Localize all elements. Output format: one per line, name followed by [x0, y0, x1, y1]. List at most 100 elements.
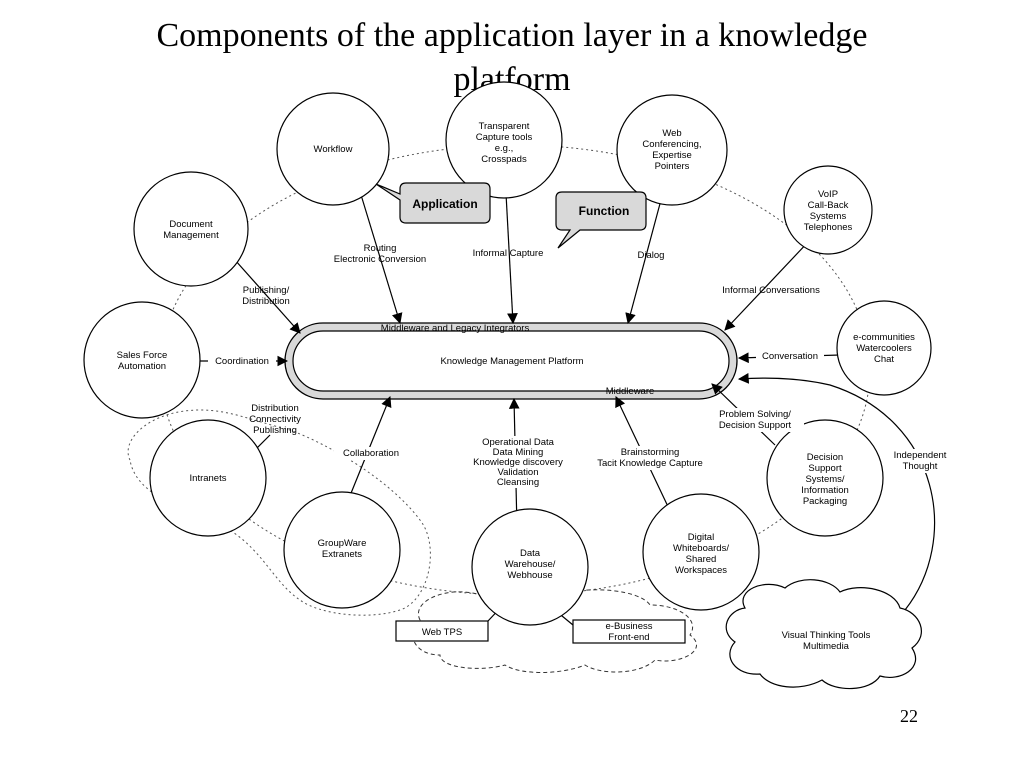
- svg-text:Routing: Routing: [364, 243, 397, 254]
- svg-text:Knowledge discovery: Knowledge discovery: [473, 457, 563, 468]
- svg-text:Document: Document: [169, 219, 213, 230]
- svg-text:e-communities: e-communities: [853, 332, 915, 343]
- svg-text:Pointers: Pointers: [655, 161, 690, 172]
- svg-text:Extranets: Extranets: [322, 549, 362, 560]
- box-ebusiness: e-Business Front-end: [572, 619, 686, 644]
- node-decision-support: Decision Support Systems/ Information Pa…: [766, 419, 884, 537]
- label-collaboration: Collaboration: [334, 447, 408, 460]
- node-transparent-capture: Transparent Capture tools e.g., Crosspad…: [445, 81, 563, 199]
- svg-text:Thought: Thought: [903, 461, 938, 472]
- svg-text:Visual Thinking Tools: Visual Thinking Tools: [782, 630, 871, 641]
- svg-text:Telephones: Telephones: [804, 222, 853, 233]
- svg-text:Shared: Shared: [686, 554, 717, 565]
- svg-text:GroupWare: GroupWare: [318, 538, 367, 549]
- svg-text:Data: Data: [520, 548, 541, 559]
- svg-text:Independent: Independent: [894, 450, 947, 461]
- svg-text:Operational Data: Operational Data: [482, 437, 555, 448]
- arrow-web-conferencing: [625, 184, 666, 325]
- svg-text:Automation: Automation: [118, 361, 166, 372]
- node-e-communities: e-communities Watercoolers Chat: [836, 300, 932, 396]
- svg-text:Transparent: Transparent: [479, 121, 530, 132]
- label-routing: Routing Electronic Conversion: [334, 243, 426, 265]
- svg-text:Workflow: Workflow: [314, 144, 353, 155]
- node-workflow: Workflow: [276, 92, 390, 206]
- svg-text:Problem Solving/: Problem Solving/: [719, 409, 791, 420]
- svg-text:Collaboration: Collaboration: [343, 448, 399, 459]
- svg-text:Conversation: Conversation: [762, 351, 818, 362]
- label-informal-conversations: Informal Conversations: [722, 285, 820, 296]
- svg-text:Call-Back: Call-Back: [808, 200, 849, 211]
- platform-bottom-label: Middleware: [606, 386, 655, 397]
- svg-text:Cleansing: Cleansing: [497, 477, 539, 488]
- arrow-document: [234, 259, 301, 334]
- svg-text:Distribution: Distribution: [251, 403, 299, 414]
- label-problem-solving: Problem Solving/ Decision Support: [708, 408, 804, 432]
- node-visual-thinking: Visual Thinking Tools Multimedia: [725, 579, 922, 690]
- label-independent-thought: Independent Thought: [886, 449, 956, 473]
- platform-center-label: Knowledge Management Platform: [440, 356, 583, 367]
- svg-text:Validation: Validation: [497, 467, 538, 478]
- node-groupware: GroupWare Extranets: [283, 491, 401, 609]
- node-digital-whiteboards: Digital Whiteboards/ Shared Workspaces: [642, 493, 760, 611]
- svg-text:Systems: Systems: [810, 211, 847, 222]
- svg-text:Management: Management: [163, 230, 219, 241]
- label-coordination: Coordination: [208, 354, 276, 367]
- svg-text:Support: Support: [808, 463, 842, 474]
- callout-application: Application: [375, 182, 491, 224]
- label-distribution: Distribution Connectivity Publishing: [249, 403, 301, 436]
- platform-inner-border: [292, 330, 730, 392]
- svg-text:Application: Application: [412, 197, 477, 211]
- svg-text:Web TPS: Web TPS: [422, 627, 462, 638]
- svg-text:Front-end: Front-end: [608, 632, 649, 643]
- arrow-independent-thought: [737, 372, 936, 611]
- svg-text:Publishing/: Publishing/: [243, 285, 290, 296]
- svg-text:Tacit Knowledge Capture: Tacit Knowledge Capture: [597, 458, 703, 469]
- box-web-tps: Web TPS: [395, 620, 489, 642]
- page-number: 22: [900, 706, 918, 726]
- svg-text:Capture tools: Capture tools: [476, 132, 533, 143]
- svg-text:Distribution: Distribution: [242, 296, 290, 307]
- label-dialog: Dialog: [638, 250, 665, 261]
- node-web-conferencing: Web Conferencing, Expertise Pointers: [616, 94, 728, 206]
- svg-text:Expertise: Expertise: [652, 150, 692, 161]
- node-intranets: Intranets: [149, 419, 267, 537]
- svg-text:Informal Capture: Informal Capture: [473, 248, 544, 259]
- label-informal-capture: Informal Capture: [473, 248, 544, 259]
- node-data-warehouse: Data Warehouse/ Webhouse: [471, 508, 589, 626]
- node-voip: VoIP Call-Back Systems Telephones: [783, 165, 873, 255]
- svg-text:Data Mining: Data Mining: [493, 447, 544, 458]
- svg-text:Decision Support: Decision Support: [719, 420, 792, 431]
- svg-text:Crosspads: Crosspads: [481, 154, 527, 165]
- title-line-1: Components of the application layer in a…: [156, 17, 868, 54]
- svg-text:Sales Force: Sales Force: [117, 350, 168, 361]
- svg-text:Information: Information: [801, 485, 849, 496]
- svg-text:Chat: Chat: [874, 354, 894, 365]
- svg-text:Informal Conversations: Informal Conversations: [722, 285, 820, 296]
- svg-text:Function: Function: [579, 204, 630, 218]
- arrow-voip: [724, 239, 811, 331]
- svg-text:Warehouse/: Warehouse/: [505, 559, 556, 570]
- svg-text:Intranets: Intranets: [190, 473, 227, 484]
- svg-text:e-Business: e-Business: [606, 621, 653, 632]
- svg-text:Connectivity: Connectivity: [249, 414, 301, 425]
- label-brainstorming: Brainstorming Tacit Knowledge Capture: [585, 446, 717, 470]
- platform-top-label: Middleware and Legacy Integrators: [381, 323, 530, 334]
- svg-text:Decision: Decision: [807, 452, 843, 463]
- label-publishing: Publishing/ Distribution: [242, 285, 290, 307]
- node-document-management: Document Management: [133, 171, 249, 287]
- svg-text:Conferencing,: Conferencing,: [642, 139, 701, 150]
- node-sales-force: Sales Force Automation: [83, 301, 201, 419]
- callout-function: Function: [555, 191, 647, 249]
- label-conversation: Conversation: [756, 349, 824, 362]
- svg-text:Whiteboards/: Whiteboards/: [673, 543, 729, 554]
- svg-text:e.g.,: e.g.,: [495, 143, 514, 154]
- arrow-capture: [504, 174, 518, 325]
- svg-text:VoIP: VoIP: [818, 189, 838, 200]
- svg-text:Digital: Digital: [688, 532, 714, 543]
- svg-text:Systems/: Systems/: [805, 474, 844, 485]
- arrow-workflow: [357, 184, 403, 325]
- svg-text:Web: Web: [662, 128, 681, 139]
- svg-text:Watercoolers: Watercoolers: [856, 343, 912, 354]
- svg-text:Dialog: Dialog: [638, 250, 665, 261]
